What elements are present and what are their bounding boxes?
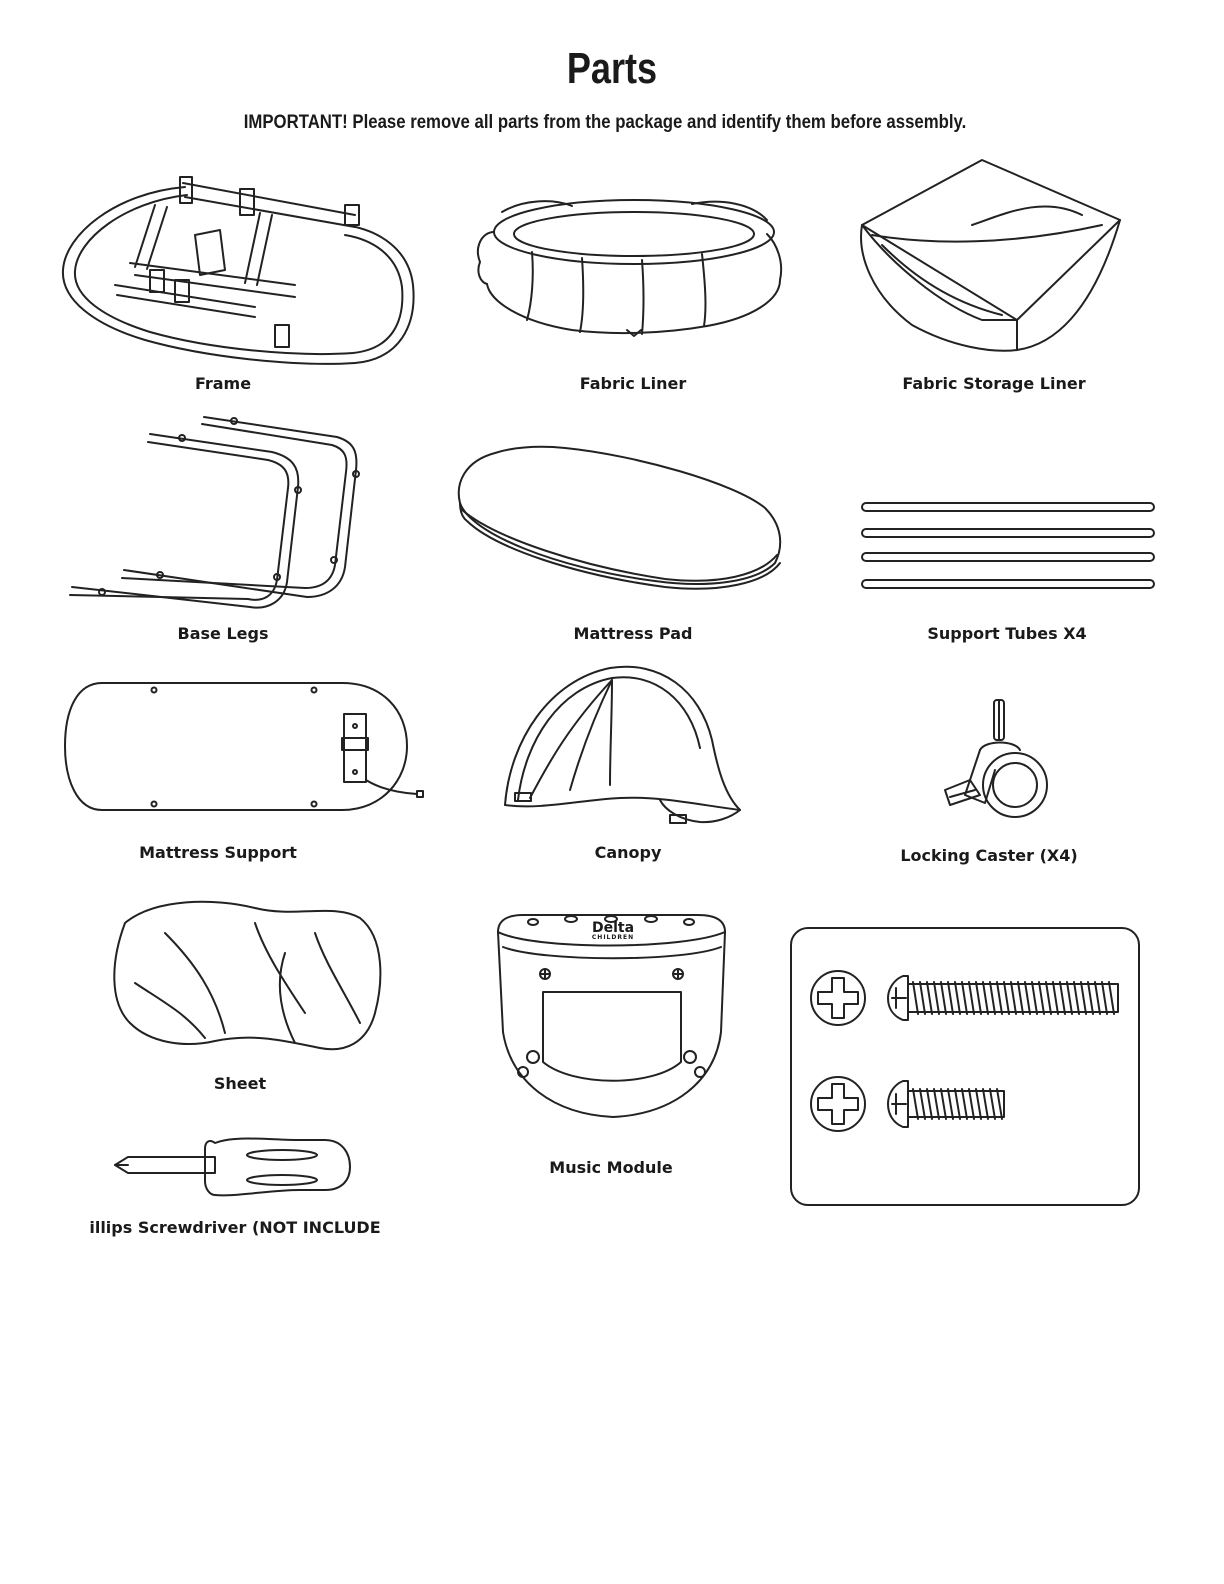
frame-drawing	[55, 175, 420, 370]
canopy-drawing	[500, 660, 745, 835]
label-sheet: Sheet	[214, 1074, 266, 1093]
mattress-pad-drawing	[455, 443, 785, 593]
screwdriver-drawing	[110, 1135, 355, 1200]
label-frame: Frame	[195, 374, 251, 393]
support-tubes-drawing	[858, 500, 1158, 592]
label-fabric-liner: Fabric Liner	[580, 374, 686, 393]
label-support-tubes: Support Tubes X4	[927, 624, 1086, 643]
label-screwdriver: illips Screwdriver (NOT INCLUDE	[89, 1218, 380, 1237]
label-music-module: Music Module	[549, 1158, 672, 1177]
important-notice: IMPORTANT! Please remove all parts from …	[85, 111, 1126, 134]
storage-liner-drawing	[852, 155, 1127, 355]
label-fabric-storage-liner: Fabric Storage Liner	[902, 374, 1085, 393]
page-title: Parts	[110, 44, 1114, 94]
caster-drawing	[940, 695, 1050, 825]
mattress-support-drawing	[62, 680, 427, 815]
notice-lead: IMPORTANT!	[244, 111, 348, 133]
fabric-liner-drawing	[462, 192, 787, 342]
short-screw-icon	[808, 1073, 1013, 1135]
label-base-legs: Base Legs	[178, 624, 269, 643]
label-locking-caster: Locking Caster (X4)	[900, 846, 1077, 865]
label-mattress-support: Mattress Support	[139, 843, 297, 862]
music-module-brand: Delta	[572, 921, 654, 935]
label-mattress-pad: Mattress Pad	[574, 624, 693, 643]
music-module-sub: CHILDREN	[572, 935, 654, 941]
notice-text: Please remove all parts from the package…	[348, 111, 967, 133]
sheet-drawing	[105, 893, 385, 1058]
base-legs-drawing	[62, 412, 362, 617]
music-module-drawing	[493, 912, 730, 1122]
label-canopy: Canopy	[595, 843, 662, 862]
long-screw-icon	[808, 968, 1123, 1028]
